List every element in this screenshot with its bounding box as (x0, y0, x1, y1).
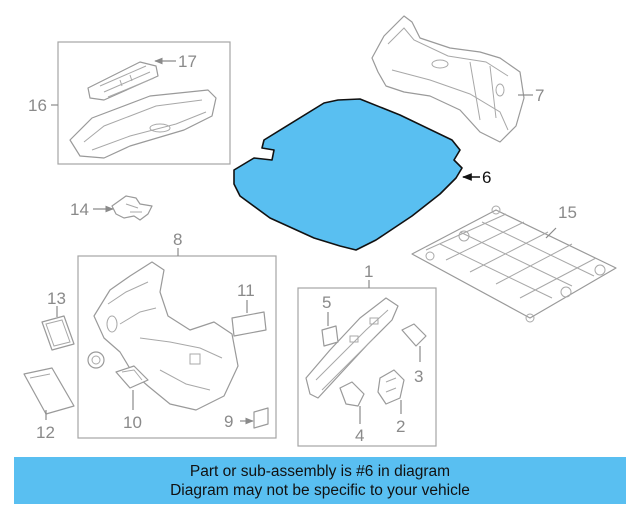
banner-line-1: Part or sub-assembly is #6 in diagram (189, 462, 451, 480)
group-box-1 (297, 287, 437, 447)
part-13-cover[interactable] (41, 315, 75, 351)
callout-15[interactable]: 15 (558, 203, 577, 222)
banner-line-2: Diagram may not be specific to your vehi… (170, 481, 470, 499)
callout-3[interactable]: 3 (414, 367, 423, 386)
part-6-floor-mat[interactable] (233, 98, 463, 251)
group-box-8 (77, 255, 277, 439)
callout-14[interactable]: 14 (70, 200, 89, 219)
part-17-bracket[interactable] (87, 61, 159, 101)
callout-10[interactable]: 10 (123, 413, 142, 432)
part-10-tray[interactable] (115, 365, 149, 389)
callout-1[interactable]: 1 (364, 262, 373, 281)
callout-4[interactable]: 4 (355, 426, 364, 445)
callout-5[interactable]: 5 (322, 293, 331, 312)
callout-17[interactable]: 17 (178, 52, 197, 71)
part-3-bracket[interactable] (401, 323, 427, 347)
callout-7[interactable]: 7 (535, 86, 544, 105)
callout-8[interactable]: 8 (173, 230, 182, 249)
part-11-label-pad[interactable] (231, 311, 267, 337)
part-8-side-panel[interactable] (93, 261, 239, 411)
callout-9[interactable]: 9 (224, 412, 233, 431)
part-1-trim-panel[interactable] (305, 297, 399, 399)
callout-16[interactable]: 16 (28, 96, 47, 115)
part-2-bracket[interactable] (377, 369, 405, 405)
part-4-clip[interactable] (339, 381, 365, 407)
parts-diagram: 17 16 7 6 14 15 8 (23, 15, 617, 447)
part-16-cover-panel[interactable] (69, 89, 217, 159)
part-15-cargo-net[interactable] (411, 205, 617, 323)
part-7-side-trim[interactable] (371, 15, 525, 143)
callout-12[interactable]: 12 (36, 423, 55, 442)
callout-11[interactable]: 11 (237, 281, 255, 300)
part-5-clip[interactable] (321, 325, 339, 347)
grommet (87, 351, 105, 369)
callout-2[interactable]: 2 (396, 417, 405, 436)
callout-13[interactable]: 13 (47, 289, 66, 308)
part-14-clip[interactable] (111, 195, 153, 221)
part-9-small-pad[interactable] (253, 407, 269, 429)
leader-15 (545, 227, 557, 239)
callout-6[interactable]: 6 (482, 168, 491, 187)
group-box-16 (57, 41, 231, 165)
part-12-lid[interactable] (23, 367, 75, 415)
info-banner: Part or sub-assembly is #6 in diagram Di… (14, 457, 626, 504)
